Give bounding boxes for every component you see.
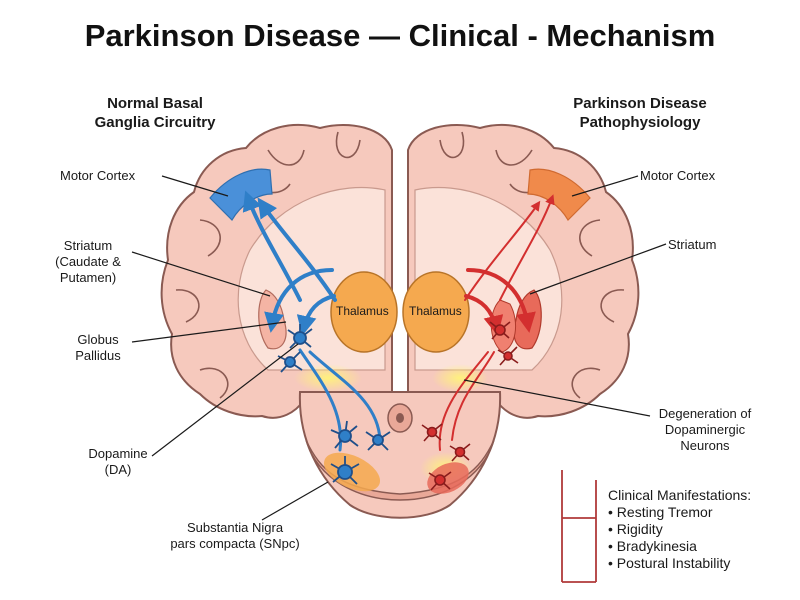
clinical-list: Resting Tremor Rigidity Bradykinesia Pos… <box>608 504 751 572</box>
left-motor-cortex-region <box>209 168 273 221</box>
red-path-thalamus-loop <box>466 268 536 333</box>
right-panel-heading: Parkinson Disease Pathophysiology <box>555 94 725 132</box>
red-path-to-cortex-1 <box>499 194 555 301</box>
right-striatum-label: Striatum <box>668 237 717 252</box>
leader-left-globus <box>131 321 287 343</box>
blue-neuron-3 <box>330 420 359 449</box>
clinical-item: Bradykinesia <box>608 538 751 555</box>
leader-right-motor <box>571 175 639 197</box>
clinical-bracket <box>561 470 597 583</box>
clinical-heading: Clinical Manifestations: <box>608 487 752 503</box>
globus-line2: Pallidus <box>75 348 121 363</box>
degeneration-line1: Degeneration of <box>658 406 752 421</box>
red-nigrostriatal-2 <box>451 351 495 441</box>
dopamine-line2: (DA) <box>104 462 132 477</box>
striatum-line1: Striatum <box>63 238 113 253</box>
leader-lines <box>131 175 667 583</box>
red-neuron-icon <box>421 321 519 491</box>
leader-right-striatum <box>529 243 667 295</box>
right-thalamus <box>402 271 470 353</box>
right-glow-upper <box>432 364 488 392</box>
snpc-label: Substantia Nigra pars compacta (SNpc) <box>150 520 320 552</box>
right-heading-line1: Parkinson Disease <box>573 95 707 112</box>
right-snpc-region <box>427 462 469 494</box>
snpc-line1: Substantia Nigra <box>186 520 284 535</box>
right-motor-cortex-region <box>527 168 591 221</box>
clinical-manifestations: Clinical Manifestations: Resting Tremor … <box>608 487 751 572</box>
blue-neuron-2 <box>277 351 303 373</box>
red-neuron-3 <box>421 423 443 442</box>
brain-outline <box>160 124 640 419</box>
striatum-line2: (Caudate & <box>55 254 121 269</box>
blue-path-to-striatum <box>296 294 336 336</box>
clinical-item: Postural Instability <box>608 555 751 572</box>
dopamine-label: Dopamine (DA) <box>78 446 158 478</box>
right-motor-cortex-label: Motor Cortex <box>640 168 716 183</box>
left-heading-line1: Normal Basal <box>107 95 203 112</box>
red-neuron-5 <box>428 471 452 491</box>
blue-neuron-4 <box>365 431 391 451</box>
blue-neuron-icon <box>277 324 391 485</box>
left-thalamus-label: Thalamus <box>336 304 389 318</box>
striatum-line3: Putamen) <box>59 270 117 285</box>
blue-path-to-cortex-2 <box>257 197 337 302</box>
disease-pathways <box>438 194 555 451</box>
dopamine-line1: Dopamine <box>88 446 148 461</box>
globus-line1: Globus <box>77 332 119 347</box>
left-thalamus <box>330 271 398 353</box>
left-striatum-label: Striatum (Caudate & Putamen) <box>38 238 138 286</box>
leader-left-snpc <box>261 481 329 521</box>
left-motor-cortex-label: Motor Cortex <box>60 168 136 183</box>
left-panel-heading: Normal Basal Ganglia Circuitry <box>70 94 240 132</box>
right-heading-line2: Pathophysiology <box>579 114 701 131</box>
degeneration-line2: Dopaminergic <box>664 422 746 437</box>
globus-pallidus-label: Globus Pallidus <box>58 332 138 364</box>
page-title: Parkinson Disease — Clinical - Mechanism <box>84 18 716 53</box>
leader-left-striatum <box>131 251 271 297</box>
snpc-line2: pars compacta (SNpc) <box>170 536 300 551</box>
leader-left-motor <box>161 175 229 197</box>
left-glow-upper <box>294 364 362 392</box>
red-neuron-2 <box>497 346 519 366</box>
blue-path-to-cortex-1 <box>242 190 302 302</box>
leader-left-dopamine <box>151 343 299 457</box>
degeneration-line3: Neurons <box>680 438 730 453</box>
leader-right-degeneration <box>463 379 651 417</box>
red-neuron-1 <box>489 321 511 340</box>
degeneration-label: Degeneration of Dopaminergic Neurons <box>640 406 770 454</box>
blue-neuron-5 <box>330 456 360 485</box>
blue-neuron-1 <box>287 324 313 349</box>
red-path-to-striatum <box>464 294 504 336</box>
left-heading-line2: Ganglia Circuitry <box>94 114 216 131</box>
clinical-item: Rigidity <box>608 521 751 538</box>
blue-path-thalamus-loop <box>264 268 334 333</box>
red-neuron-4 <box>449 443 471 462</box>
red-nigrostriatal-1 <box>438 351 489 451</box>
red-path-to-cortex-2 <box>464 200 541 301</box>
right-thalamus-label: Thalamus <box>409 304 462 318</box>
blue-nigrostriatal-2 <box>308 350 382 442</box>
aqueduct-center <box>396 413 404 423</box>
clinical-item: Resting Tremor <box>608 504 751 521</box>
